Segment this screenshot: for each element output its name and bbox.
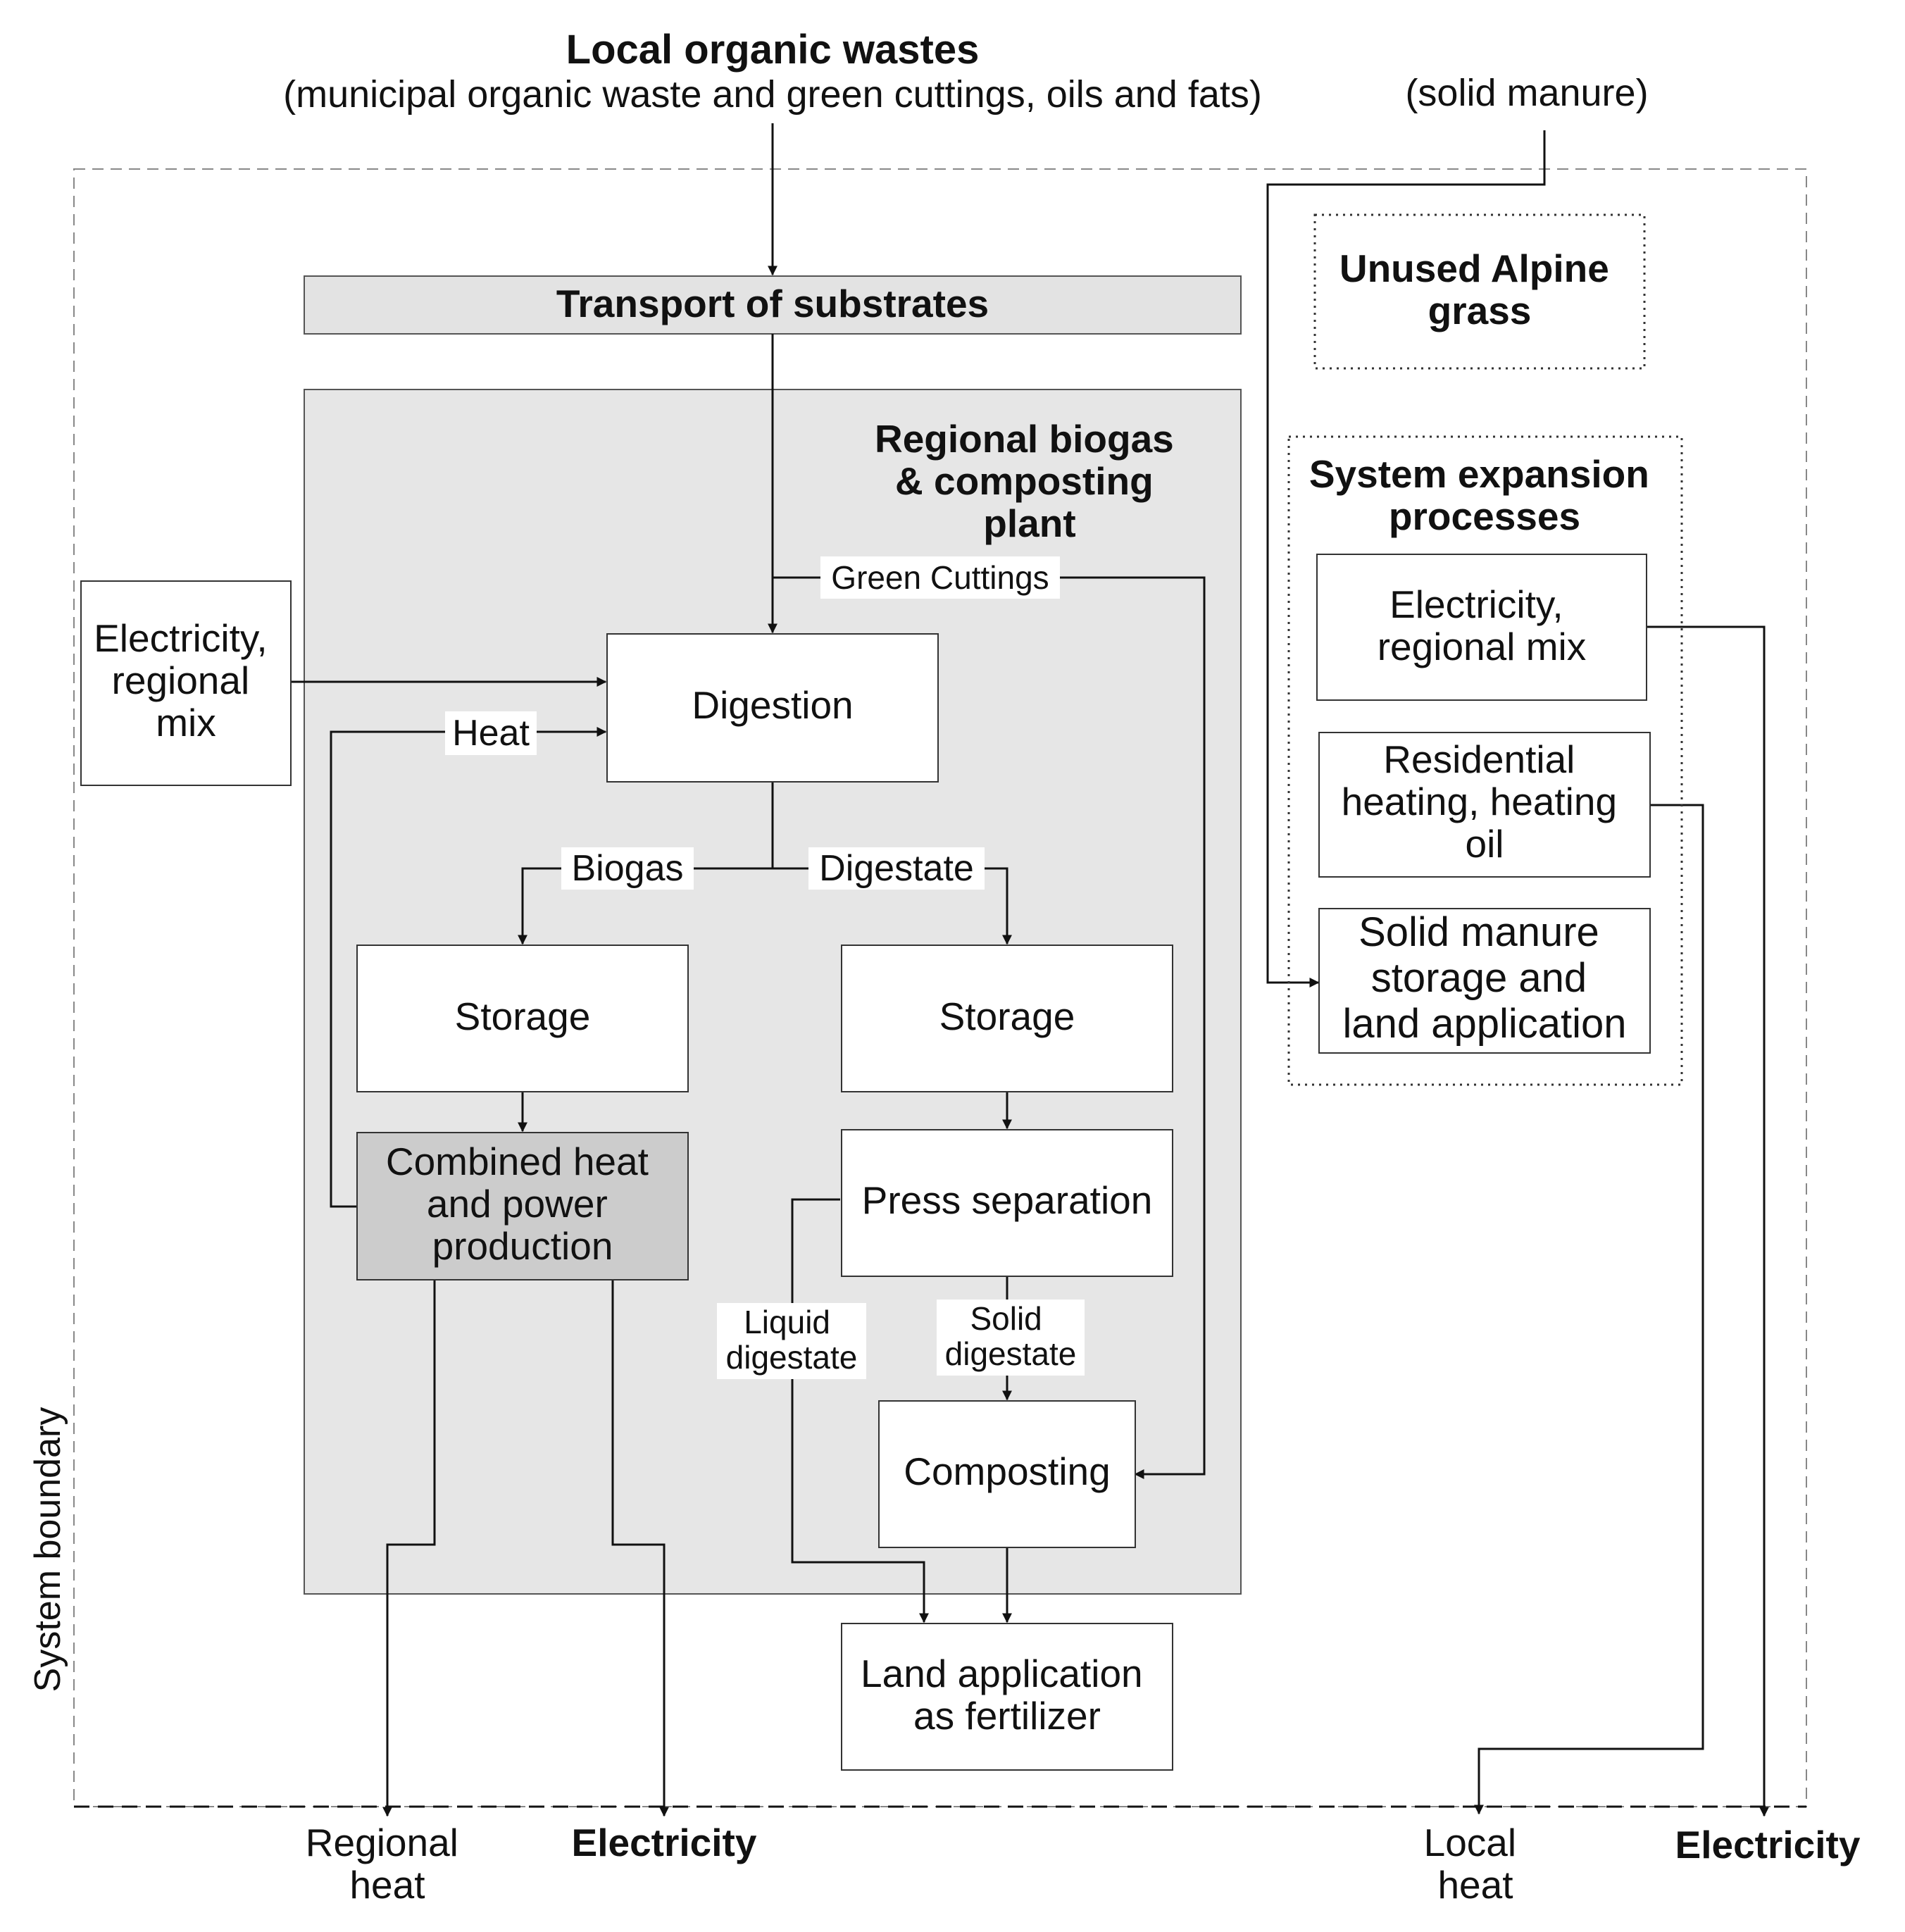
liquid-digestate-label: Liquid digestate (726, 1304, 858, 1376)
solid-digestate-label: Solid digestate (945, 1300, 1077, 1372)
expansion-electricity-label: Electricity, regional mix (1378, 582, 1587, 668)
biogas-bg (561, 847, 694, 890)
storage-right-label: Storage (939, 995, 1075, 1038)
unused-alpine-grass-box (1313, 213, 1646, 370)
transport-band (304, 275, 1242, 335)
electricity-output-right: Electricity (1675, 1823, 1861, 1866)
regional-heat-line (382, 1280, 436, 1817)
composting-box (878, 1400, 1136, 1548)
liquid-digestate-bg (717, 1303, 866, 1379)
system-boundary-label: System boundary (27, 1407, 68, 1693)
green-cuttings-label: Green Cuttings (831, 559, 1049, 596)
digestion-box (606, 633, 939, 783)
heat-label: Heat (452, 713, 530, 754)
local-heat-output: Local heat (1424, 1821, 1528, 1907)
storage-left-label: Storage (455, 995, 591, 1038)
transport-label: Transport of substrates (556, 282, 989, 325)
solid-manure-input: (solid manure) (1405, 72, 1648, 114)
electricity-input-label: Electricity, regional mix (94, 616, 278, 744)
land-application-box (841, 1623, 1173, 1771)
solid-manure-line (1266, 130, 1546, 987)
residential-heating-label: Residential heating, heating oil (1342, 737, 1628, 866)
electricity-input-box (80, 580, 292, 786)
biogas-label: Biogas (572, 848, 684, 889)
solid-digestate-bg (937, 1300, 1085, 1376)
heat-bg (445, 711, 537, 755)
local-heat-line (1474, 804, 1704, 1815)
electricity-right-line (1647, 625, 1769, 1817)
composting-label: Composting (904, 1450, 1110, 1493)
storage-right-box (841, 945, 1173, 1092)
expansion-electricity-box (1316, 554, 1647, 701)
solid-manure-label: Solid manure storage and land applicatio… (1342, 909, 1626, 1047)
flow-lines (291, 123, 1769, 1817)
unused-grass-label: Unused Alpine grass (1339, 247, 1620, 332)
electricity-left-line (611, 1280, 669, 1817)
top-input-subtitle: (municipal organic waste and green cutti… (283, 73, 1262, 116)
digestate-bg (808, 847, 985, 890)
chp-box (356, 1132, 689, 1280)
digestion-label: Digestion (692, 683, 853, 727)
electricity-output-left: Electricity (572, 1821, 757, 1864)
press-separation-box (841, 1129, 1173, 1277)
storage-left-box (356, 945, 689, 1092)
land-application-label: Land application as fertilizer (861, 1652, 1154, 1738)
chp-label: Combined heat and power production (386, 1140, 659, 1268)
green-cuttings-bg (820, 556, 1060, 599)
liquid-digestate-line (791, 1198, 929, 1623)
plant-title: Regional biogas & composting plant (875, 417, 1185, 545)
residential-heating-box (1318, 732, 1651, 878)
top-input-title: Local organic wastes (566, 27, 980, 73)
solid-manure-box (1318, 908, 1651, 1054)
press-separation-label: Press separation (862, 1178, 1153, 1222)
system-expansion-title: System expansion processes (1309, 452, 1660, 538)
regional-heat-output: Regional heat (306, 1821, 469, 1907)
digestate-label: Digestate (819, 848, 974, 889)
